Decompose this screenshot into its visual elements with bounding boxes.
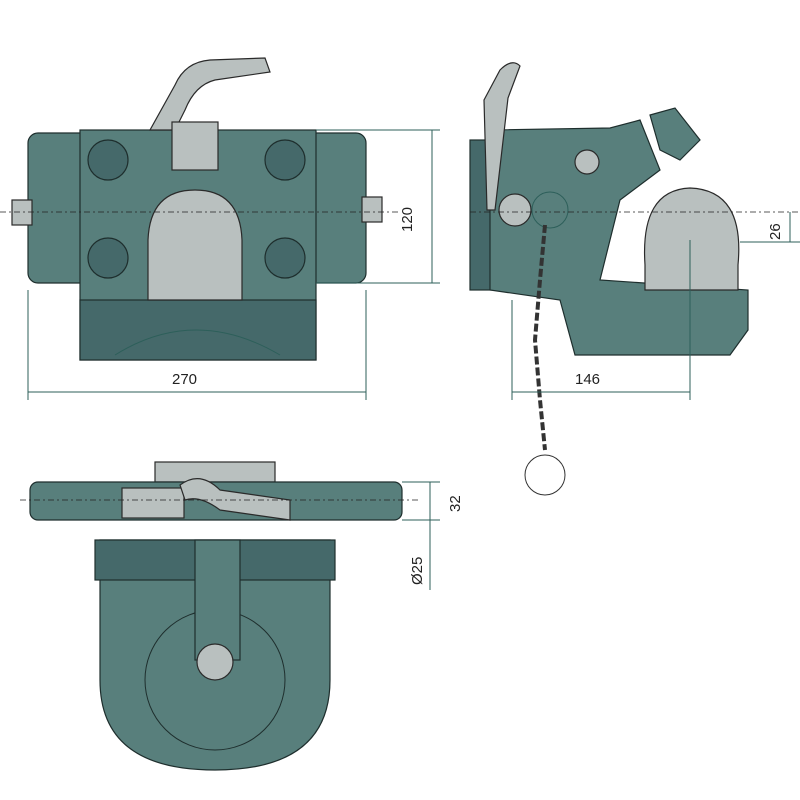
- side-lock: [649, 107, 701, 161]
- base-arc: [114, 329, 281, 356]
- coupling-ball: [147, 189, 243, 301]
- dim-32: 32: [447, 495, 464, 512]
- handle: [148, 57, 271, 131]
- bolt: [264, 139, 306, 181]
- dim-120: 120: [399, 207, 416, 232]
- side-housing: [489, 119, 749, 356]
- top-view: 32 Ø25: [20, 461, 464, 771]
- top-plate: [121, 487, 185, 519]
- linch-ring: [524, 454, 566, 496]
- dim-146: 146: [575, 371, 600, 388]
- dim-26: 26: [767, 223, 784, 240]
- side-pin: [498, 193, 532, 227]
- side-ball: [643, 187, 740, 291]
- front-view: 270 120: [0, 57, 440, 400]
- side-bolt: [574, 149, 600, 175]
- side-handle: [483, 62, 521, 211]
- right-pin: [361, 196, 383, 223]
- top-nut: [196, 643, 234, 681]
- side-view: 26 146: [469, 62, 800, 496]
- top-stem: [194, 539, 241, 661]
- chain-ring: [531, 191, 569, 229]
- bolt: [87, 237, 129, 279]
- lock-nut: [171, 121, 219, 171]
- dim-270: 270: [172, 371, 197, 388]
- dim-diameter-25: Ø25: [409, 557, 426, 585]
- top-handle: [179, 478, 291, 521]
- bolt: [87, 139, 129, 181]
- top-cap: [154, 461, 276, 483]
- chain: [532, 224, 547, 451]
- left-pin: [11, 199, 33, 226]
- bolt: [264, 237, 306, 279]
